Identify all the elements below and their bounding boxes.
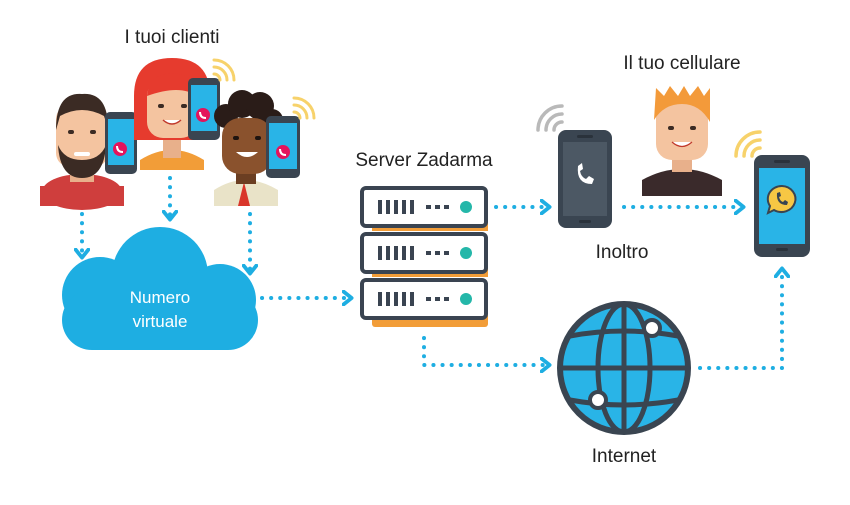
cloud-label-line2: virtuale	[132, 312, 188, 331]
client-phone-2	[188, 78, 220, 140]
your-cellphone-icon	[754, 155, 810, 257]
clients-label: I tuoi clienti	[124, 27, 220, 48]
signal-icon-yellow	[734, 130, 762, 158]
flow-arrows	[82, 176, 782, 370]
forward-label: Inoltro	[595, 242, 649, 263]
internet-label: Internet	[591, 446, 657, 467]
arrow-internet-to-cellphone	[698, 270, 782, 370]
server-zadarma-icon	[360, 186, 488, 327]
server-label: Server Zadarma	[355, 150, 493, 171]
cloud-virtual-number	[62, 227, 258, 350]
cellphone-label: Il tuo cellulare	[623, 53, 741, 74]
client-phone-3	[266, 116, 300, 178]
arrow-server-to-internet	[422, 336, 548, 365]
cloud-label: Numero virtuale	[90, 286, 230, 334]
internet-globe-icon	[557, 301, 691, 435]
forward-phone-icon	[558, 130, 612, 228]
owner-avatar	[642, 86, 722, 196]
signal-icon-client-3	[292, 96, 316, 120]
signal-icon-client-2	[212, 58, 236, 82]
client-avatar-1	[40, 93, 124, 210]
cloud-label-line1: Numero	[129, 288, 191, 307]
client-phone-1	[105, 112, 137, 174]
client-avatar-3	[214, 90, 283, 206]
signal-icon-gray	[536, 104, 564, 132]
client-avatar-2	[134, 58, 210, 170]
